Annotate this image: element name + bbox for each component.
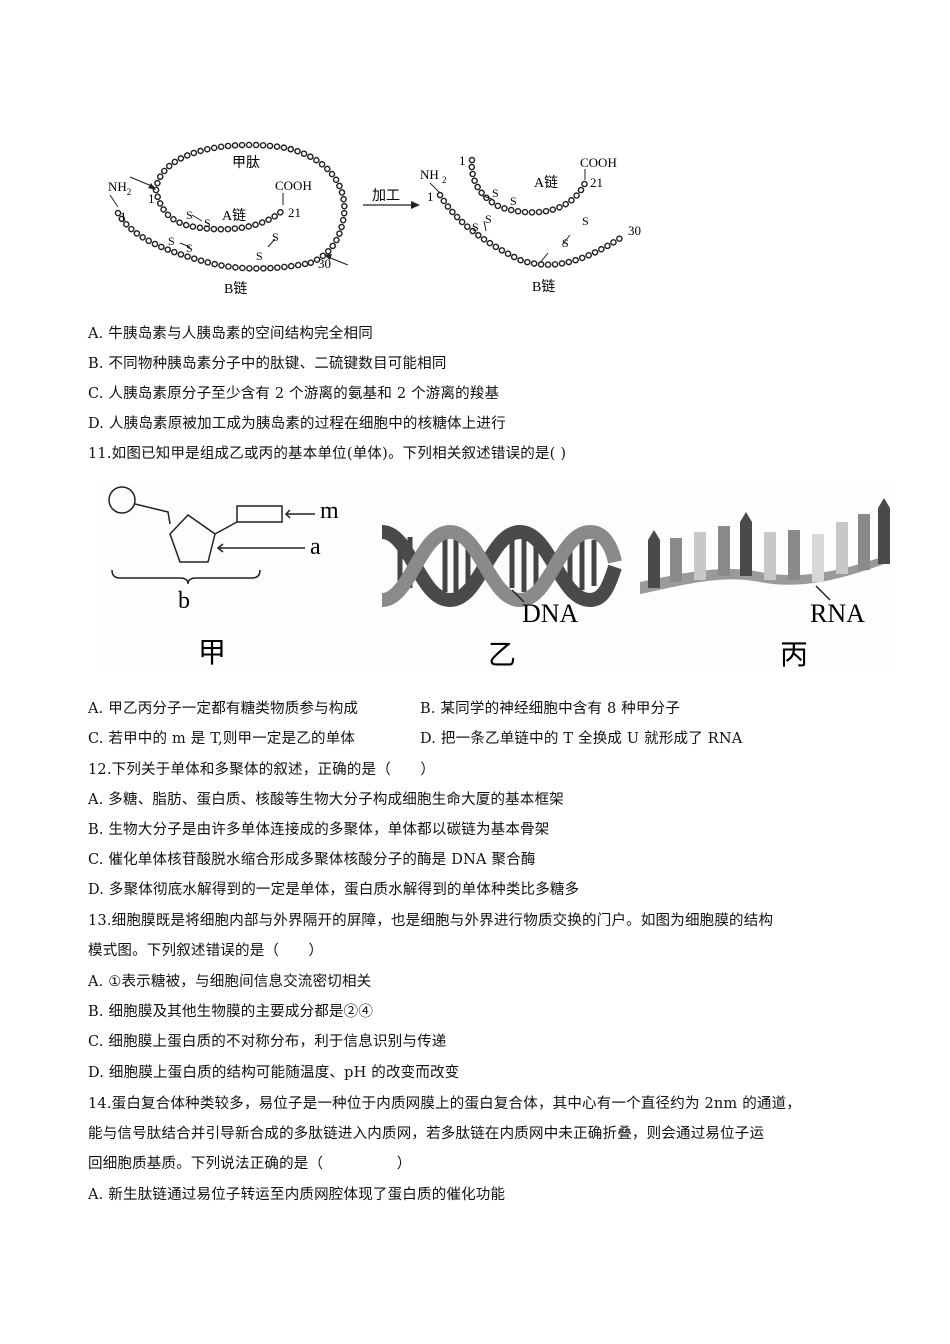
q11-options-row-2: C. 若甲中的 m 是 T,则甲一定是乙的单体 D. 把一条乙单链中的 T 全换… [88,729,742,749]
svg-text:1: 1 [120,209,127,224]
c-peptide-label: 甲肽 [232,155,260,171]
q11-option-c: C. 若甲中的 m 是 T,则甲一定是乙的单体 [88,731,356,747]
proinsulin-diagram [114,141,348,272]
nh2-label: NH2 [108,179,131,197]
svg-text:S: S [510,194,517,208]
dna-label: DNA [522,599,579,628]
q11-option-a: A. 甲乙丙分子一定都有糖类物质参与构成 [88,701,359,717]
svg-text:S: S [492,186,499,200]
b-label: b [178,588,190,614]
svg-text:S: S [186,208,193,222]
q14-option-a: A. 新生肽链通过易位子转运至内质网腔体现了蛋白质的催化功能 [88,1187,506,1203]
q12-option-c: C. 催化单体核苷酸脱水缩合形成多聚体核酸分子的酶是 DNA 聚合酶 [88,852,536,868]
svg-text:S: S [256,249,263,263]
jia-caption: 甲 [198,638,226,669]
q13-stem-line-2: 模式图。下列叙述错误的是（ ） [88,943,324,959]
svg-text:30: 30 [318,256,331,271]
svg-text:S: S [204,216,211,230]
q10-option-a: A. 牛胰岛素与人胰岛素的空间结构完全相同 [88,326,373,342]
q13-option-c: C. 细胞膜上蛋白质的不对称分布，利于信息识别与传递 [88,1034,447,1050]
svg-text:1: 1 [427,189,434,204]
yi-caption: 乙 [488,640,516,671]
svg-text:S: S [562,236,569,250]
m-label: m [320,498,339,524]
q10-option-d: D. 人胰岛素原被加工成为胰岛素的过程在细胞中的核糖体上进行 [88,416,506,432]
svg-text:S: S [472,220,479,234]
svg-text:2: 2 [442,175,447,185]
q12-option-d: D. 多聚体彻底水解得到的一定是单体，蛋白质水解得到的单体种类比多糖多 [88,882,580,898]
q13-stem-line-1: 13.细胞膜既是将细胞内部与外界隔开的屏障，也是细胞与外界进行物质交换的门户。如… [88,913,774,929]
q14-stem-line-2: 能与信号肽结合并引导新合成的多肽链进入内质网，若多肽链在内质网中未正确折叠，则会… [88,1126,765,1142]
processing-arrow-label: 加工 [372,188,400,204]
svg-text:S: S [272,230,279,244]
q10-option-c: C. 人胰岛素原分子至少含有 2 个游离的氨基和 2 个游离的羧基 [88,386,500,402]
svg-text:21: 21 [590,175,603,190]
rna-label: RNA [810,599,865,628]
q14-stem-line-3: 回细胞质基质。下列说法正确的是（ ） [88,1156,412,1172]
svg-text:B链: B链 [532,279,555,295]
b-chain-label: B链 [224,281,247,297]
q12-stem: 12.下列关于单体和多聚体的叙述，正确的是（ ） [88,762,436,778]
q13-option-a: A. ①表示糖被，与细胞间信息交流密切相关 [88,974,372,990]
svg-text:S: S [582,214,589,228]
dna-helix-image [380,524,622,608]
q11-stem: 11.如图已知甲是组成乙或丙的基本单位(单体)。下列相关叙述错误的是( ) [88,446,567,462]
bing-caption: 丙 [780,640,808,671]
svg-text:S: S [186,241,193,255]
nucleic-acid-figure: m a b 甲 DNA 乙 [100,482,895,672]
q13-option-d: D. 细胞膜上蛋白质的结构可能随温度、pH 的改变而改变 [88,1065,460,1081]
svg-text:21: 21 [288,205,301,220]
svg-text:COOH: COOH [275,178,312,193]
svg-text:1: 1 [459,153,466,168]
svg-text:S: S [168,234,175,248]
insulin-processing-figure: 甲肽 NH2 1 1 COOH 21 30 A链 B链 S S S S S S … [100,135,670,305]
q11-options-row-1: A. 甲乙丙分子一定都有糖类物质参与构成 B. 某同学的神经细胞中含有 8 种甲… [88,699,680,719]
q13-option-b: B. 细胞膜及其他生物膜的主要成分都是②④ [88,1004,374,1020]
q11-option-b: B. 某同学的神经细胞中含有 8 种甲分子 [420,701,681,717]
svg-text:1: 1 [148,191,155,206]
svg-text:NH: NH [420,167,439,182]
svg-text:S: S [485,212,492,226]
a-label: a [310,534,321,560]
q11-option-d: D. 把一条乙单链中的 T 全换成 U 就形成了 RNA [420,731,743,747]
a-chain-label: A链 [222,208,246,224]
q12-option-a: A. 多糖、脂肪、蛋白质、核酸等生物大分子构成细胞生命大厦的基本框架 [88,792,564,808]
q10-option-b: B. 不同物种胰岛素分子中的肽键、二硫键数目可能相同 [88,356,447,372]
svg-text:A链: A链 [534,175,558,191]
q14-stem-line-1: 14.蛋白复合体种类较多，易位子是一种位于内质网膜上的蛋白复合体，其中心有一个直… [88,1096,801,1112]
rna-strand-image [640,498,890,601]
svg-text:30: 30 [628,223,641,238]
svg-text:COOH: COOH [580,155,617,170]
q12-option-b: B. 生物大分子是由许多单体连接成的多聚体，单体都以碳链为基本骨架 [88,822,550,838]
nucleotide-diagram [108,486,315,585]
